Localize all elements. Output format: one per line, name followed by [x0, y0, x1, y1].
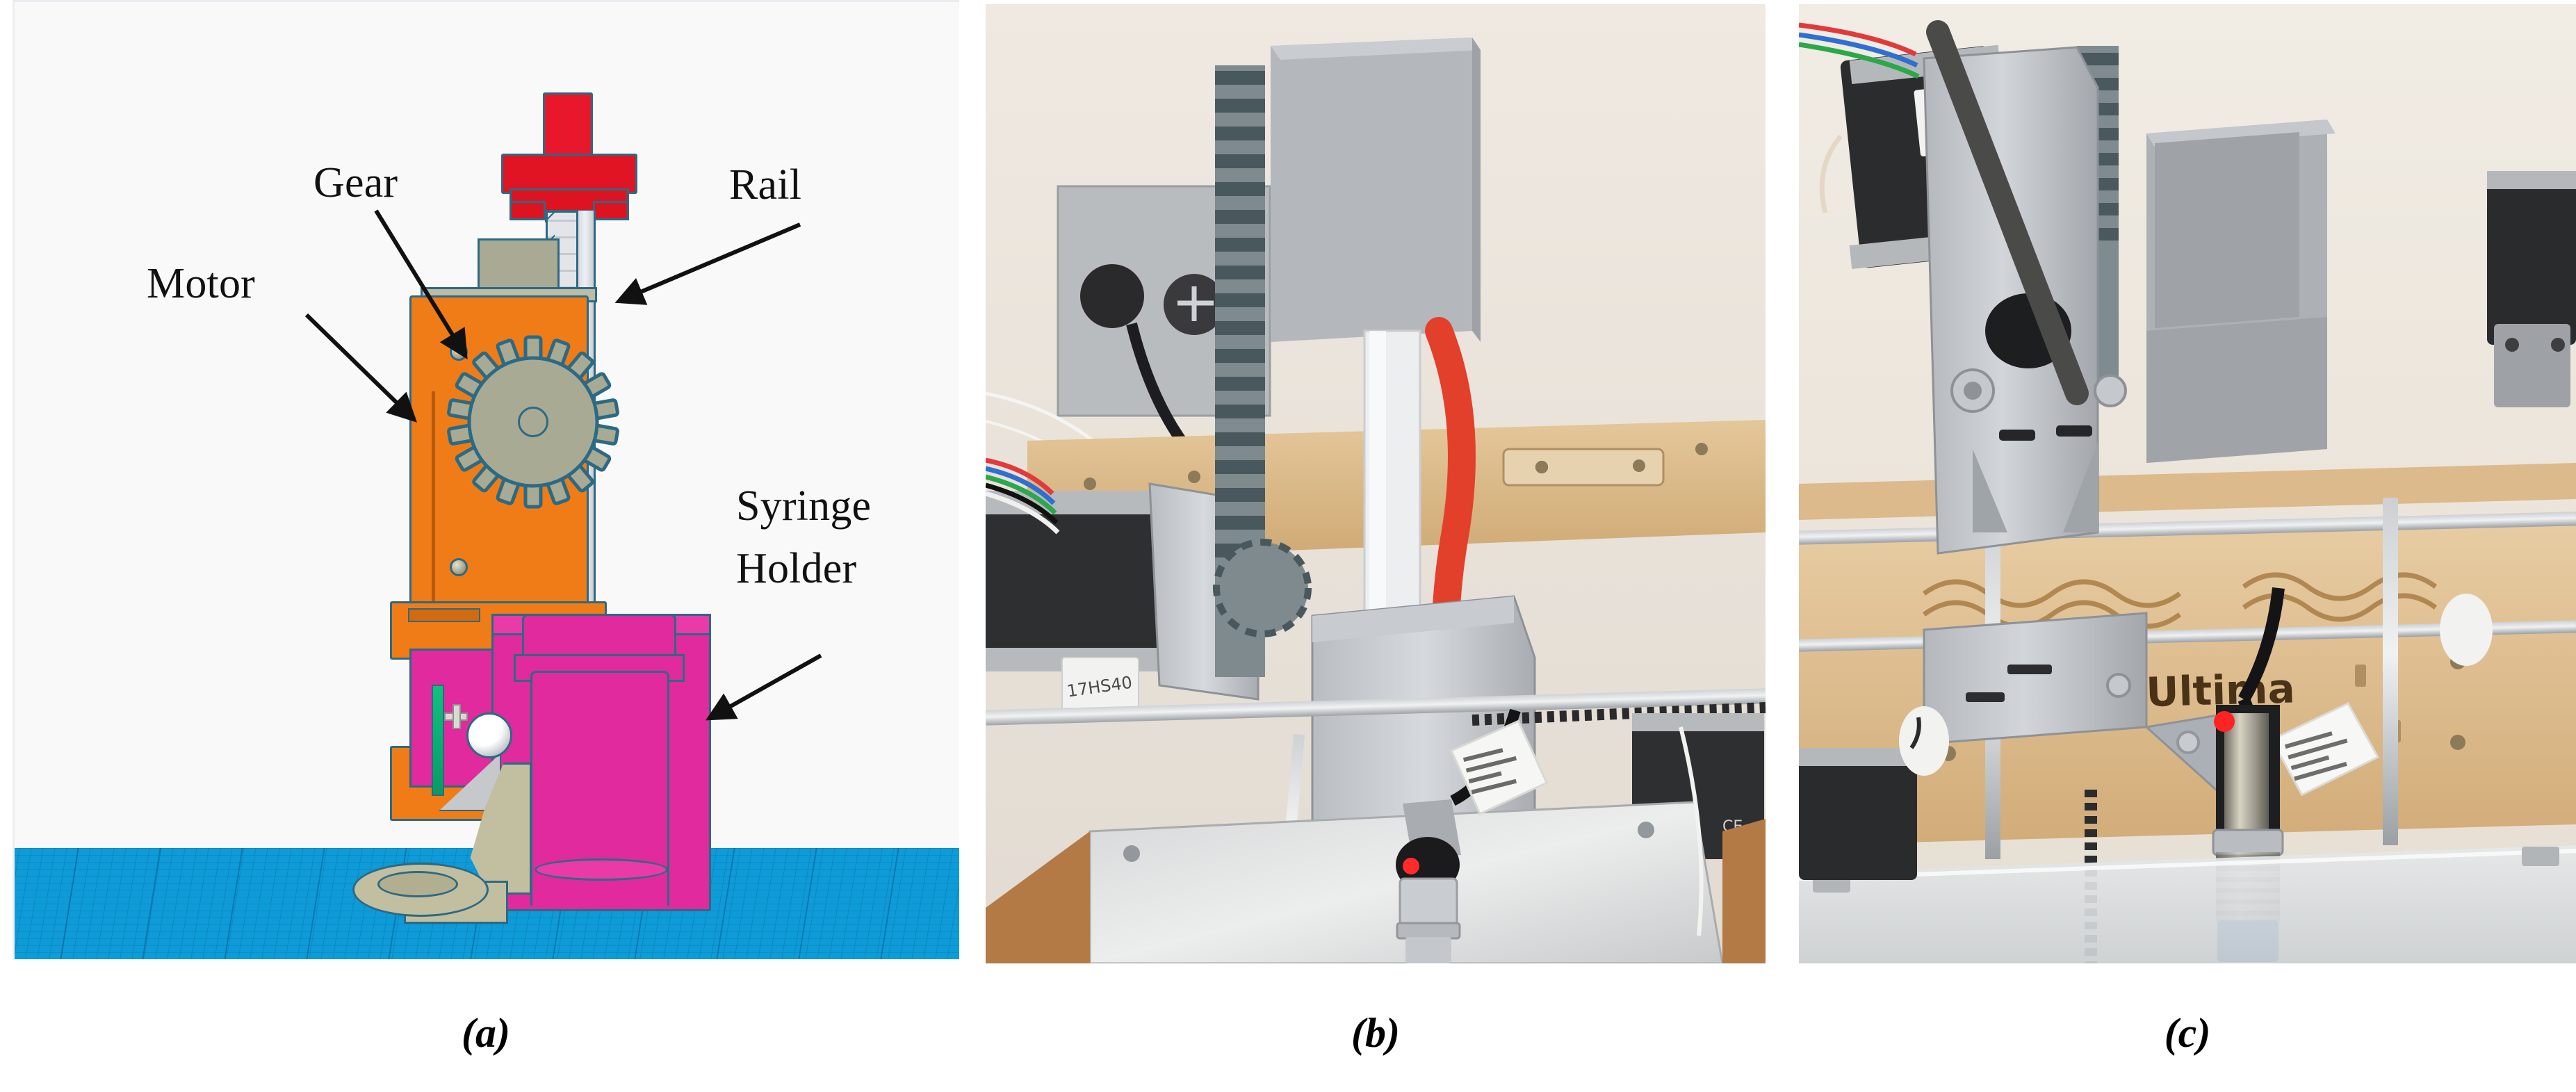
holder-foot-ellipse: [535, 858, 668, 881]
sphere-detail: [466, 712, 512, 758]
bracket-slot: [408, 608, 480, 622]
panel-a-cad-render: Gear Motor Rail Syringe Holder: [13, 0, 959, 959]
motor-leader-arrow: [304, 313, 418, 423]
caption-a-text: (a): [462, 1010, 510, 1056]
syringe-plunger-flange: [501, 154, 637, 194]
printer-front-photo: 17HS40: [986, 4, 1766, 963]
label-rail: Rail: [729, 161, 802, 209]
label-syringe: Syringe: [736, 482, 872, 530]
green-rail-strip: [432, 685, 444, 796]
drive-gear: [446, 334, 621, 510]
label-gear: Gear: [313, 159, 398, 206]
caption-b-text: (b): [1351, 1010, 1400, 1056]
motor-seam-line: [432, 391, 435, 608]
caption-b: (b): [986, 1009, 1766, 1057]
printer-side-photo: Ultima: [1799, 4, 2576, 963]
caption-a: (a): [0, 1009, 972, 1057]
gear-icon: [447, 335, 619, 509]
plunger-notch-left: [510, 201, 546, 220]
caption-c-text: (c): [2164, 1010, 2211, 1056]
plunger-notch-right: [593, 201, 629, 220]
label-holder: Holder: [736, 545, 857, 592]
caption-c: (c): [1799, 1009, 2576, 1057]
label-motor: Motor: [147, 260, 255, 307]
holder-leader-arrow: [705, 653, 822, 721]
motor-bolt-bottom: [450, 558, 468, 576]
cross-detail-v: [453, 704, 461, 729]
motor-top-cap: [478, 238, 560, 293]
gear-hub-hole: [518, 407, 548, 437]
panel-c-photograph: Ultima: [1799, 4, 2576, 963]
rail-leader-arrow: [614, 222, 801, 305]
nozzle-base-bore: [377, 871, 458, 897]
panel-b-photograph: 17HS40: [986, 4, 1766, 963]
